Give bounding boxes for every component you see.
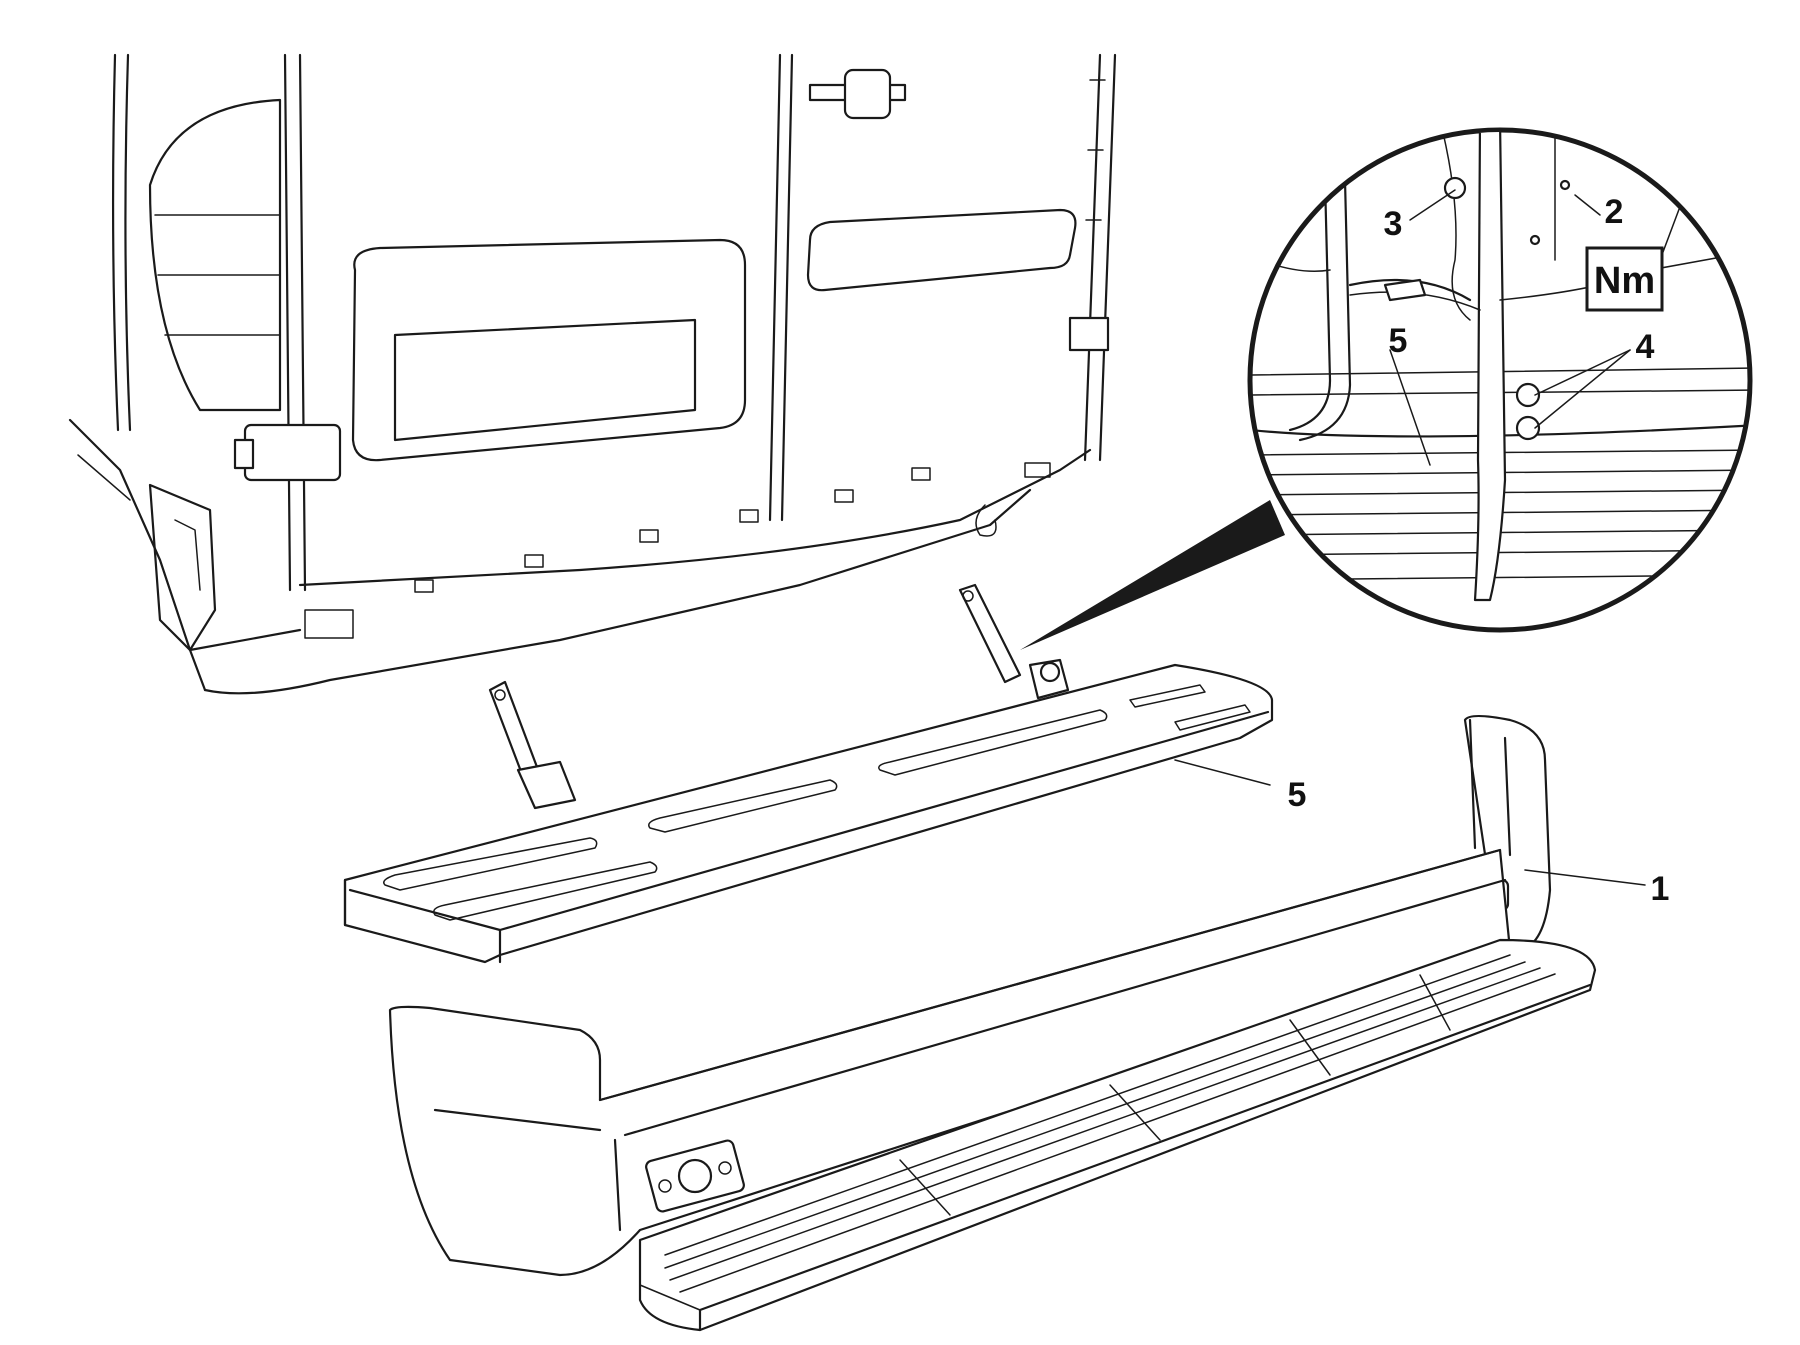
van-rear-body	[68, 53, 1117, 695]
callout-labels: 1 2 3 4 5 5	[1288, 193, 1670, 908]
leader-lines	[1174, 189, 1646, 886]
callout-5-main: 5	[1288, 776, 1307, 814]
step-plate	[343, 663, 1274, 964]
leader-line-4b	[1534, 349, 1631, 429]
leader-line-2	[1574, 194, 1601, 216]
leader-line-4a	[1534, 349, 1631, 396]
torque-symbol-box	[1585, 246, 1664, 312]
callout-4: 4	[1636, 328, 1655, 366]
leader-line-1	[1524, 869, 1646, 886]
callout-1: 1	[1651, 870, 1670, 908]
callout-2: 2	[1605, 193, 1624, 231]
detail-pointer	[1020, 500, 1285, 650]
torque-symbol-label: Nm	[1594, 260, 1655, 302]
detail-magnifier: Nm	[1020, 127, 1753, 650]
rear-bumper	[388, 714, 1597, 1332]
leader-line-3	[1409, 189, 1456, 221]
bolt-2	[1559, 179, 1571, 191]
leader-line-5-main	[1174, 759, 1271, 786]
nut-4-upper	[1515, 382, 1541, 408]
callout-3: 3	[1384, 205, 1403, 243]
nut-4-lower	[1515, 415, 1541, 441]
callout-5-detail: 5	[1389, 322, 1408, 360]
leader-line-5-detail	[1389, 349, 1431, 466]
mounting-brackets	[488, 583, 1070, 810]
